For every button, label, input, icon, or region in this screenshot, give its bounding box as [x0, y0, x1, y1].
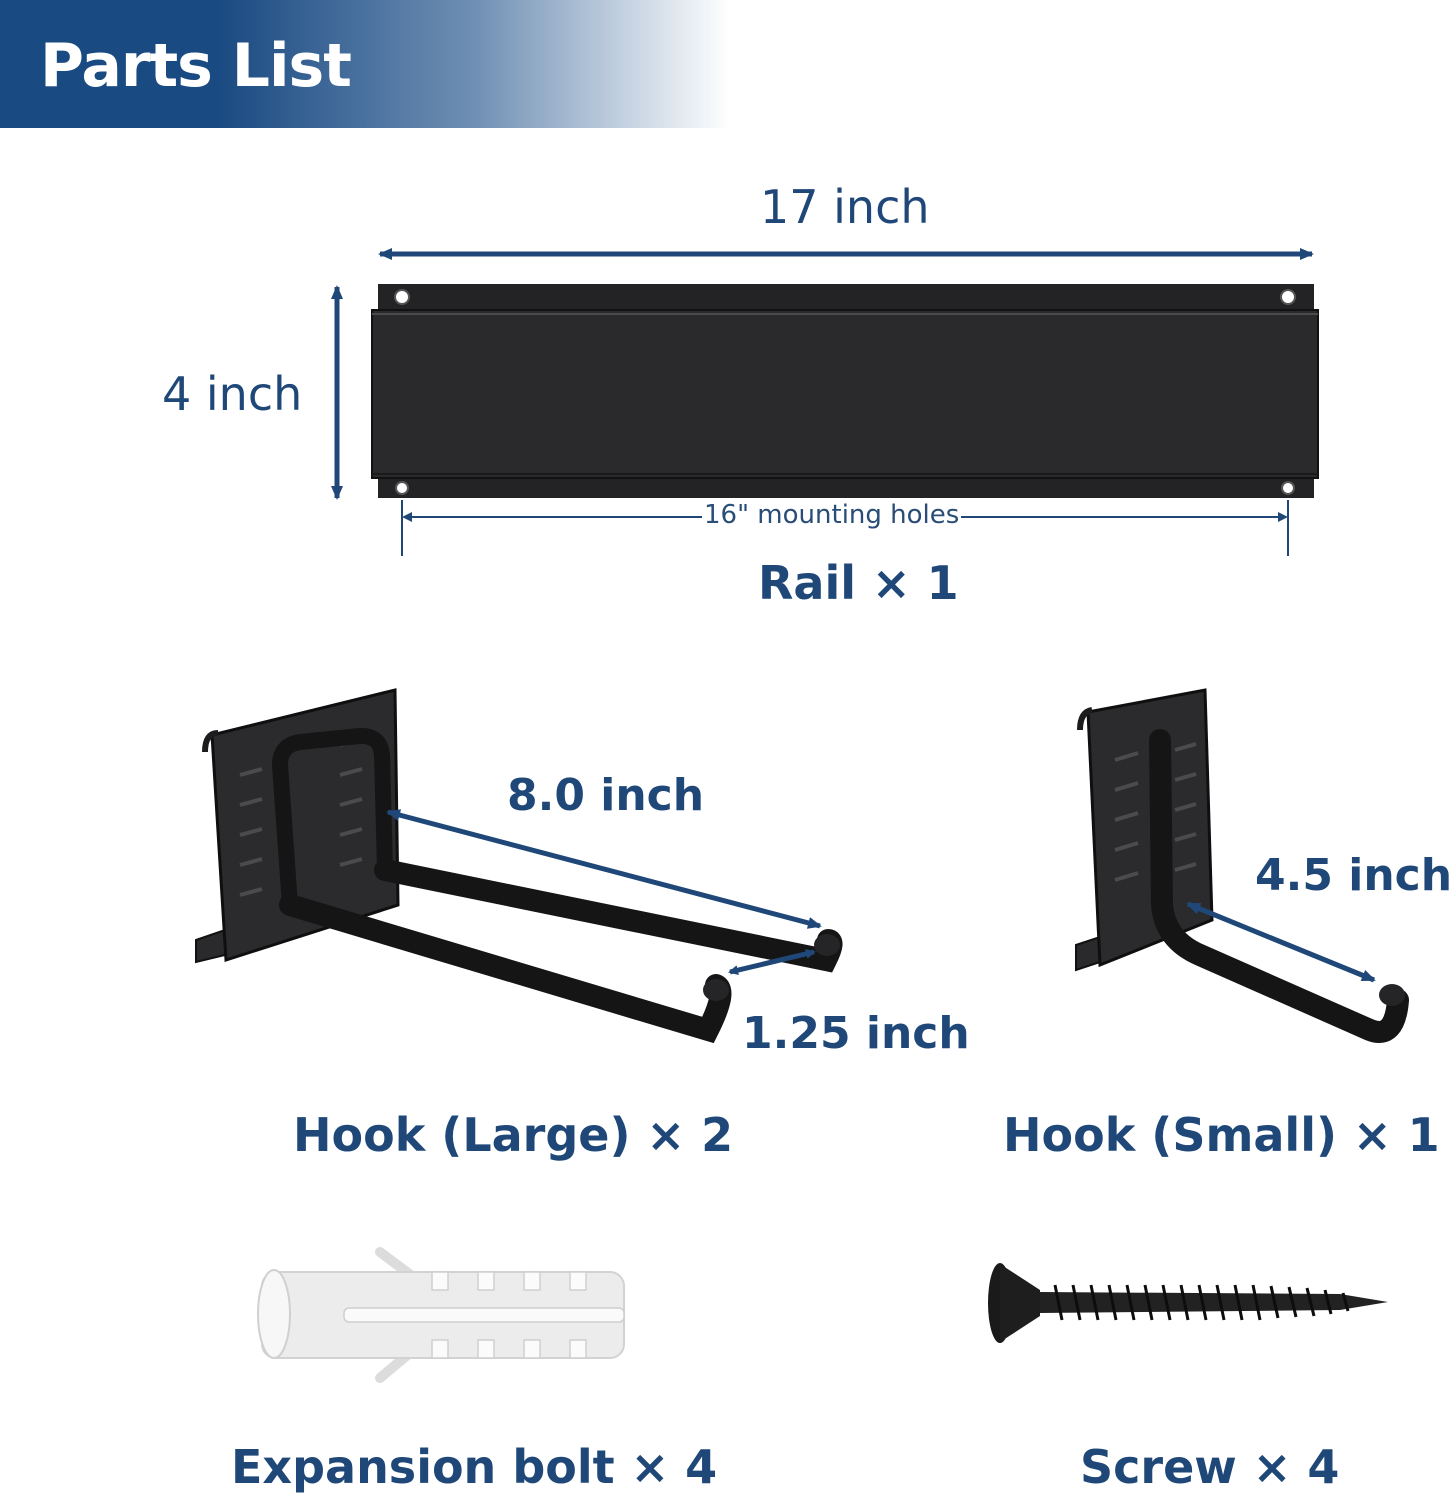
rail-name-label: Rail × 1 [758, 556, 959, 610]
rail-width-label: 17 inch [760, 180, 930, 234]
rail-height-label: 4 inch [162, 367, 303, 421]
expansion-bolt-name-label: Expansion bolt × 4 [231, 1440, 718, 1494]
page-title: Parts List [40, 31, 352, 101]
large-hook-spacing-label: 1.25 inch [742, 1008, 970, 1059]
large-hook-length-label: 8.0 inch [507, 770, 705, 821]
large-hook-name-label: Hook (Large) × 2 [293, 1108, 734, 1162]
mounting-holes-label: 16" mounting holes [702, 500, 962, 530]
small-hook-name-label: Hook (Small) × 1 [1003, 1108, 1440, 1162]
screw-image [988, 1263, 1388, 1343]
large-hook-image [195, 688, 843, 1044]
small-hook-length-label: 4.5 inch [1255, 850, 1452, 901]
large-hook-length-arrow [386, 809, 822, 929]
header-band [0, 0, 730, 128]
screw-name-label: Screw × 4 [1080, 1440, 1340, 1494]
small-hook-length-arrow [1186, 901, 1376, 983]
rail-image [371, 284, 1319, 498]
expansion-bolt-image [257, 1247, 625, 1383]
large-hook-spacing-arrow [728, 948, 816, 976]
